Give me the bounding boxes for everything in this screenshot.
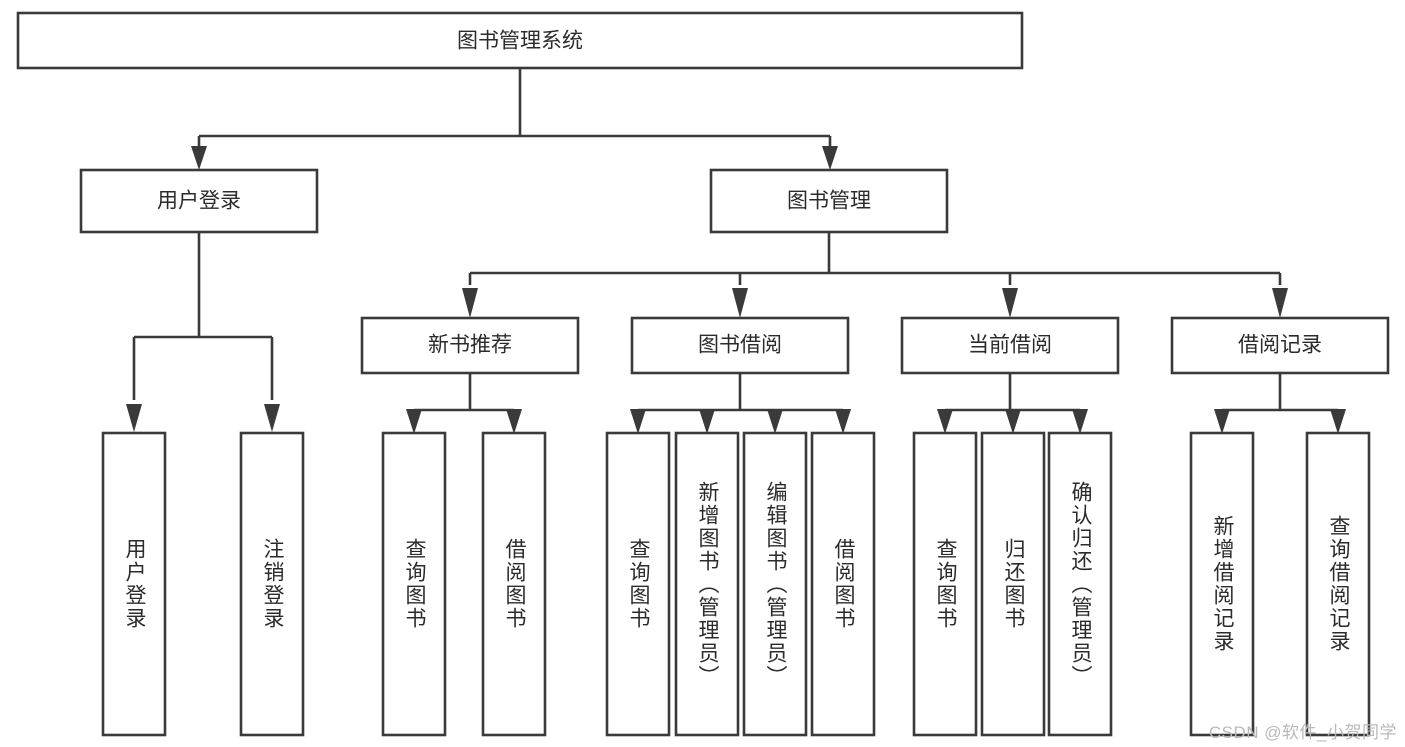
book-borrow-label: 图书借阅 bbox=[698, 334, 782, 357]
leaf-box-bb-0[interactable] bbox=[605, 431, 671, 737]
user-login-box[interactable] bbox=[79, 168, 319, 234]
connector-user-login-to-leaves bbox=[126, 232, 280, 432]
leaf-box-cb-0[interactable] bbox=[912, 431, 978, 737]
leaf-box-user-login-1[interactable] bbox=[239, 431, 305, 737]
arrow-leaf-nbr-0 bbox=[406, 409, 422, 434]
current-borrow-box[interactable] bbox=[900, 316, 1120, 375]
root-box[interactable] bbox=[16, 11, 1024, 70]
arrow-to-current-borrow bbox=[1002, 288, 1018, 318]
leaf-box-br-0[interactable] bbox=[1189, 431, 1255, 737]
leaf-box-user-login-0[interactable] bbox=[101, 431, 167, 737]
user-login-label: 用户登录 bbox=[157, 190, 241, 213]
connector-new-book-recommend-to-leaves bbox=[406, 373, 522, 434]
node-current-borrow[interactable]: 当前借阅 bbox=[900, 316, 1120, 375]
arrow-leaf-br-1 bbox=[1330, 409, 1346, 434]
root-label: 图书管理系统 bbox=[457, 30, 583, 53]
new-book-recommend-label: 新书推荐 bbox=[428, 334, 512, 357]
arrow-leaf-bb-0 bbox=[630, 409, 646, 434]
connector-current-borrow-to-leaves bbox=[937, 373, 1088, 434]
borrow-record-label: 借阅记录 bbox=[1238, 334, 1322, 357]
node-book-management[interactable]: 图书管理 bbox=[709, 168, 949, 234]
leaf-box-nbr-0[interactable] bbox=[381, 431, 447, 737]
arrow-to-leaf-logout bbox=[264, 404, 280, 432]
arrow-to-borrow-record bbox=[1272, 288, 1288, 318]
node-borrow-record[interactable]: 借阅记录 bbox=[1170, 316, 1390, 375]
arrow-leaf-cb-2 bbox=[1072, 409, 1088, 434]
node-user-login[interactable]: 用户登录 bbox=[79, 168, 319, 234]
connector-borrow-record-to-leaves bbox=[1214, 373, 1346, 434]
arrow-leaf-br-0 bbox=[1214, 409, 1230, 434]
leaf-box-nbr-1[interactable] bbox=[481, 431, 547, 737]
node-new-book-recommend[interactable]: 新书推荐 bbox=[360, 316, 580, 375]
arrow-leaf-bb-1 bbox=[699, 409, 715, 434]
current-borrow-label: 当前借阅 bbox=[968, 334, 1052, 357]
arrow-to-book-borrow bbox=[732, 288, 748, 318]
arrow-leaf-cb-0 bbox=[937, 409, 953, 434]
leaf-box-cb-2[interactable] bbox=[1047, 431, 1113, 737]
arrow-leaf-bb-2 bbox=[767, 409, 783, 434]
book-management-label: 图书管理 bbox=[787, 190, 871, 213]
node-book-borrow[interactable]: 图书借阅 bbox=[630, 316, 850, 375]
arrow-leaf-cb-1 bbox=[1005, 409, 1021, 434]
arrow-leaf-nbr-1 bbox=[506, 409, 522, 434]
csdn-watermark: CSDN @软件_小贺同学 bbox=[1208, 723, 1397, 742]
arrow-leaf-bb-3 bbox=[835, 409, 851, 434]
node-root[interactable]: 图书管理系统 bbox=[16, 11, 1024, 70]
connector-book-management-to-level3 bbox=[462, 232, 1288, 318]
leaf-box-cb-1[interactable] bbox=[980, 431, 1046, 737]
arrow-to-leaf-user-login bbox=[126, 404, 142, 432]
arrow-to-new-book-recommend bbox=[462, 288, 478, 318]
leaf-box-bb-2[interactable] bbox=[742, 431, 808, 737]
leaf-box-bb-3[interactable] bbox=[810, 431, 876, 737]
connector-book-borrow-to-leaves bbox=[630, 373, 851, 434]
leaf-box-br-1[interactable] bbox=[1305, 431, 1371, 737]
connector-root-to-level2 bbox=[191, 68, 838, 170]
arrow-to-book-management bbox=[822, 146, 838, 170]
leaf-box-bb-1[interactable] bbox=[674, 431, 740, 737]
arrow-to-user-login bbox=[191, 146, 207, 170]
new-book-recommend-box[interactable] bbox=[360, 316, 580, 375]
